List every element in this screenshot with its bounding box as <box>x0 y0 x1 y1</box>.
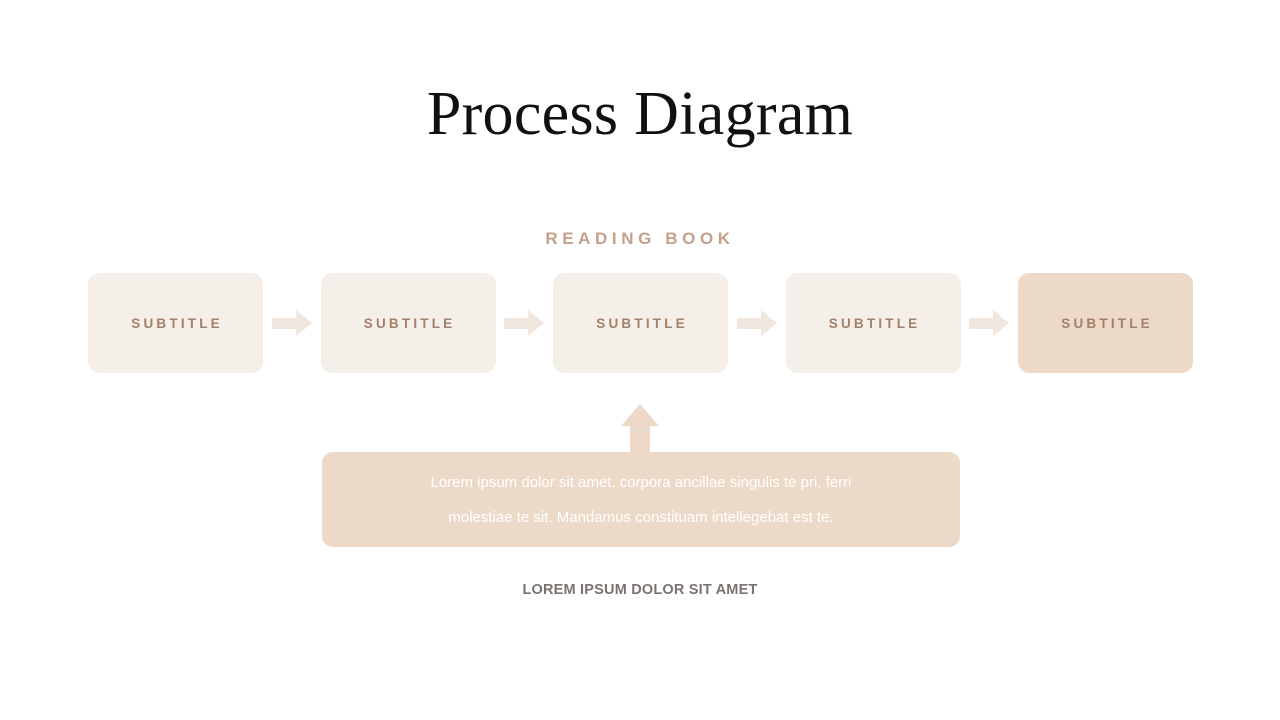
arrow-right-icon <box>271 310 312 336</box>
process-step-3-label: SUBTITLE <box>596 315 688 331</box>
callout-line-2: molestiae te sit. Mandamus constituam in… <box>448 508 834 526</box>
process-step-4[interactable]: SUBTITLE <box>785 273 961 373</box>
arrow-shaft <box>271 318 298 329</box>
process-step-1[interactable]: SUBTITLE <box>88 273 263 373</box>
callout-box: Lorem ipsum dolor sit amet, corpora anci… <box>322 452 960 547</box>
section-label: READING BOOK <box>545 229 735 248</box>
arrow-shaft <box>969 318 996 329</box>
process-step-3[interactable]: SUBTITLE <box>553 273 728 373</box>
arrow-head <box>760 310 777 336</box>
arrow-shaft <box>504 318 531 329</box>
arrow-up-shaft <box>630 425 650 456</box>
arrow-shaft <box>736 318 763 329</box>
arrow-right-icon <box>969 310 1010 336</box>
process-step-4-label: SUBTITLE <box>828 315 921 331</box>
process-step-2[interactable]: SUBTITLE <box>320 273 496 373</box>
arrow-right-icon <box>736 310 777 336</box>
process-steps-row: SUBTITLE SUBTITLE SUBTITLE SUBTITLE SUBT… <box>88 273 1193 373</box>
arrow-up-head <box>621 404 659 426</box>
callout-line-1: Lorem ipsum dolor sit amet, corpora anci… <box>430 473 852 491</box>
arrow-head <box>295 310 312 336</box>
arrow-head <box>993 310 1010 336</box>
arrow-head <box>528 310 545 336</box>
process-step-2-label: SUBTITLE <box>363 315 456 331</box>
process-step-5[interactable]: SUBTITLE <box>1018 273 1193 373</box>
arrow-right-icon <box>504 310 545 336</box>
page-title: Process Diagram <box>426 80 854 148</box>
footer-caption: LOREM IPSUM DOLOR SIT AMET <box>522 582 758 598</box>
process-step-1-label: SUBTITLE <box>131 315 223 331</box>
arrow-up-icon <box>621 404 659 456</box>
process-step-5-label: SUBTITLE <box>1061 315 1153 331</box>
